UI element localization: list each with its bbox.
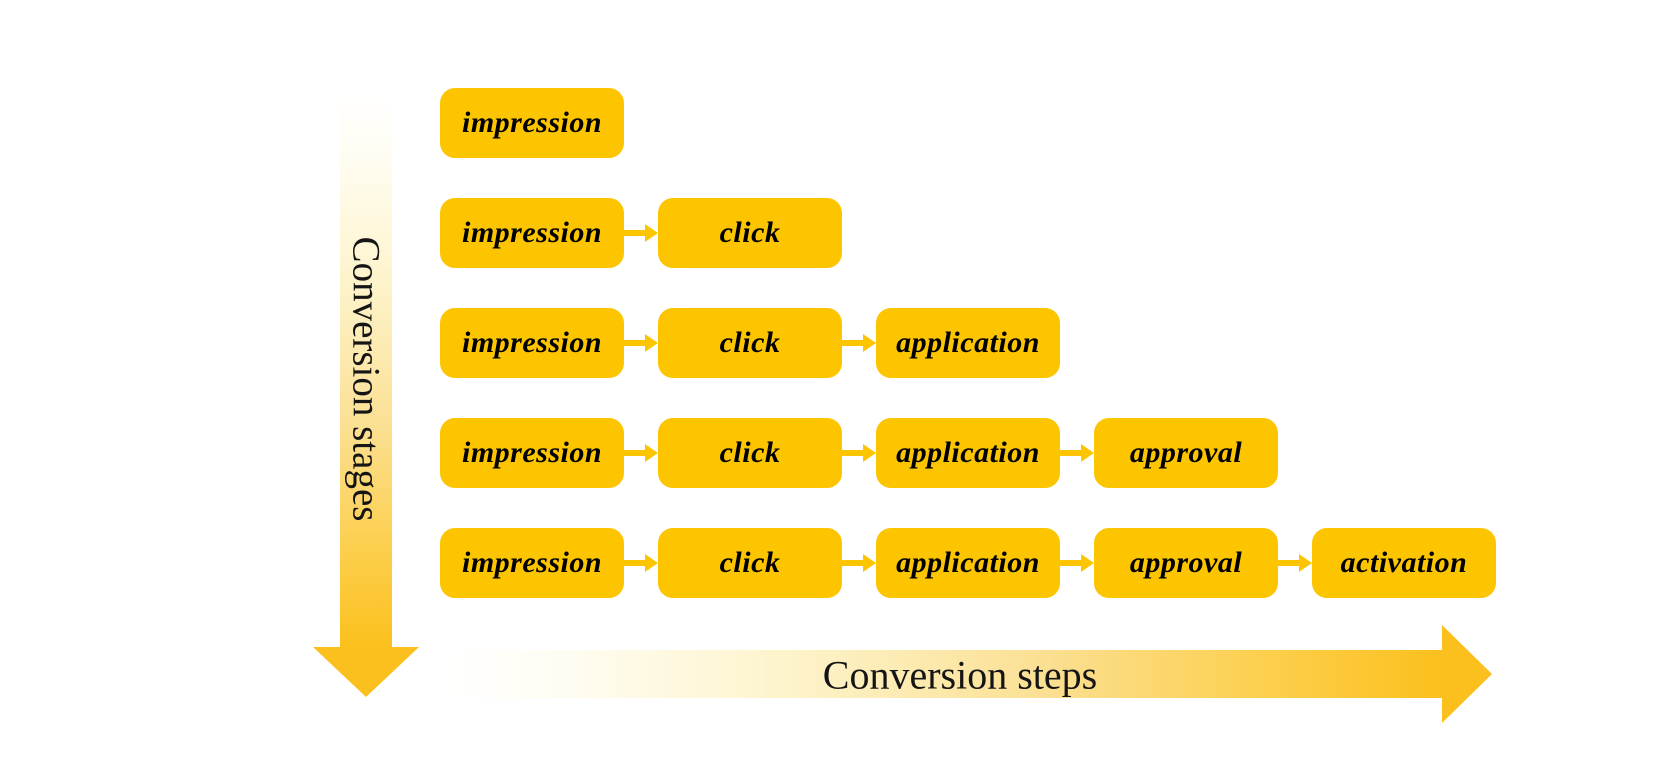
funnel-row: impression click application approval <box>440 418 1278 488</box>
stage-box-click: click <box>658 308 842 378</box>
step-arrow-shaft <box>1278 560 1299 566</box>
step-arrowhead-icon <box>645 554 658 572</box>
step-arrow-icon <box>624 198 658 268</box>
step-arrow-shaft <box>624 340 645 346</box>
step-arrow-shaft <box>842 560 863 566</box>
funnel-row: impression <box>440 88 624 158</box>
step-arrow-icon <box>1060 528 1094 598</box>
step-arrow-shaft <box>624 450 645 456</box>
y-axis-label: Conversion stages <box>344 236 388 522</box>
step-arrow-icon <box>1060 418 1094 488</box>
step-arrowhead-icon <box>645 224 658 242</box>
stage-box-click: click <box>658 418 842 488</box>
step-arrow-shaft <box>624 560 645 566</box>
conversion-stages-arrowhead-icon <box>313 647 419 697</box>
stage-box-impression: impression <box>440 88 624 158</box>
step-arrowhead-icon <box>863 334 876 352</box>
conversion-steps-arrow-shaft <box>446 650 1442 698</box>
step-arrow-shaft <box>1060 450 1081 456</box>
stage-box-click: click <box>658 198 842 268</box>
stage-box-impression: impression <box>440 418 624 488</box>
funnel-row: impression click application approval activa… <box>440 528 1496 598</box>
step-arrow-icon <box>842 308 876 378</box>
stage-box-approval: approval <box>1094 418 1278 488</box>
step-arrow-shaft <box>842 450 863 456</box>
step-arrowhead-icon <box>863 444 876 462</box>
step-arrow-icon <box>842 528 876 598</box>
step-arrow-icon <box>624 528 658 598</box>
step-arrow-icon <box>842 418 876 488</box>
stage-box-approval: approval <box>1094 528 1278 598</box>
stage-box-click: click <box>658 528 842 598</box>
stage-box-application: application <box>876 528 1060 598</box>
stage-box-activation: activation <box>1312 528 1496 598</box>
stage-box-application: application <box>876 418 1060 488</box>
stage-box-impression: impression <box>440 528 624 598</box>
step-arrow-icon <box>624 308 658 378</box>
conversion-steps-arrowhead-icon <box>1442 625 1492 723</box>
x-axis-label: Conversion steps <box>822 652 1098 698</box>
step-arrowhead-icon <box>1081 444 1094 462</box>
step-arrow-icon <box>624 418 658 488</box>
stage-box-impression: impression <box>440 308 624 378</box>
step-arrowhead-icon <box>645 334 658 352</box>
step-arrowhead-icon <box>1299 554 1312 572</box>
step-arrow-icon <box>1278 528 1312 598</box>
step-arrow-shaft <box>624 230 645 236</box>
stage-box-impression: impression <box>440 198 624 268</box>
step-arrowhead-icon <box>863 554 876 572</box>
step-arrow-shaft <box>842 340 863 346</box>
funnel-row: impression click <box>440 198 842 268</box>
step-arrow-shaft <box>1060 560 1081 566</box>
conversion-stages-arrow-shaft <box>340 92 392 647</box>
funnel-row: impression click application <box>440 308 1060 378</box>
stage-box-application: application <box>876 308 1060 378</box>
step-arrowhead-icon <box>645 444 658 462</box>
step-arrowhead-icon <box>1081 554 1094 572</box>
